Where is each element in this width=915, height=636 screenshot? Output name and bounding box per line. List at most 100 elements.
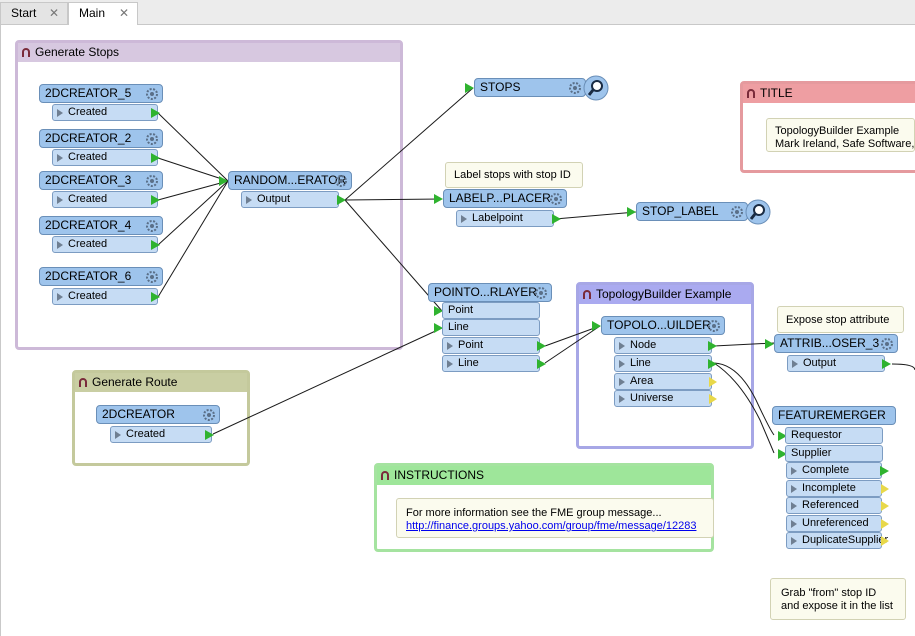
gear-icon[interactable] [145,219,159,233]
gear-icon[interactable] [202,408,216,422]
unused-output-arrow-icon[interactable] [881,536,889,546]
output-port-unreferenced[interactable]: Unreferenced [786,515,882,532]
output-arrow-icon[interactable] [708,341,717,351]
unused-output-arrow-icon[interactable] [709,377,717,387]
transformer-2dcreator-6[interactable]: 2DCREATOR_6 [39,267,163,286]
inspector-stop-label[interactable]: STOP_LABEL [636,202,748,221]
output-arrow-icon[interactable] [880,466,889,476]
output-port-point[interactable]: Point [442,337,540,354]
output-port-incomplete[interactable]: Incomplete [786,480,882,497]
output-port-duplicatesupplier[interactable]: DuplicateSupplier [786,532,888,549]
input-port-supplier[interactable]: Supplier [785,445,883,462]
gear-icon[interactable] [534,286,548,300]
annotation-instructions[interactable]: For more information see the FME group m… [396,498,714,538]
magnifier-icon[interactable] [583,75,609,101]
bookmark-header[interactable]: Generate Route [75,373,247,392]
input-arrow-icon[interactable] [765,339,774,349]
gear-icon[interactable] [145,87,159,101]
gear-icon[interactable] [334,174,348,188]
input-port-requestor[interactable]: Requestor [785,427,883,444]
tab-main[interactable]: Main ✕ [68,2,138,25]
unused-output-arrow-icon[interactable] [709,394,717,404]
annotation-title[interactable]: TopologyBuilder Example Mark Ireland, Sa… [766,118,915,152]
output-port-line[interactable]: Line [614,355,712,372]
output-port-created[interactable]: Created [52,104,158,121]
annotation-grab-from-stop[interactable]: Grab "from" stop ID and expose it in the… [770,578,906,620]
output-arrow-icon[interactable] [151,240,160,250]
transformer-2dcreator[interactable]: 2DCREATOR [96,405,220,424]
transformer-2dcreator-2[interactable]: 2DCREATOR_2 [39,129,163,148]
bookmark-header[interactable]: INSTRUCTIONS [377,466,711,485]
gear-icon[interactable] [145,174,159,188]
annotation-label-stops[interactable]: Label stops with stop ID [445,162,583,188]
bookmark-header[interactable]: TopologyBuilder Example [579,285,751,304]
input-arrow-icon[interactable] [778,431,787,441]
output-arrow-icon[interactable] [537,359,546,369]
gear-icon[interactable] [568,81,582,95]
annotation-expose-stop-attribute[interactable]: Expose stop attribute [777,306,904,333]
input-arrow-icon[interactable] [778,449,787,459]
bookmark-title[interactable]: TITLE [740,81,915,173]
output-arrow-icon[interactable] [337,195,346,205]
gear-icon[interactable] [549,192,563,206]
transformer-random-generator[interactable]: RANDOM...ERATOR [228,171,352,190]
bookmark-header[interactable]: TITLE [743,84,915,103]
input-arrow-icon[interactable] [434,323,443,333]
output-port-created[interactable]: Created [110,426,212,443]
input-arrow-icon[interactable] [219,176,228,186]
output-arrow-icon[interactable] [708,359,717,369]
tab-start[interactable]: Start ✕ [0,2,68,24]
bookmark-header[interactable]: Generate Stops [18,43,400,62]
output-port-created[interactable]: Created [52,288,158,305]
transformer-topologybuilder[interactable]: TOPOLO...UILDER [601,316,725,335]
output-port-output[interactable]: Output [241,191,339,208]
transformer-attribute-exposer[interactable]: ATTRIB...OSER_3 [774,334,898,353]
fme-message-link[interactable]: http://finance.groups.yahoo.com/group/fm… [406,520,697,532]
output-arrow-icon[interactable] [151,108,160,118]
transformer-labelpoint-replacer[interactable]: LABELP...PLACER [443,189,567,208]
magnifier-icon[interactable] [745,199,771,225]
output-port-created[interactable]: Created [52,191,158,208]
output-port-node[interactable]: Node [614,337,712,354]
gear-icon[interactable] [880,337,894,351]
output-arrow-icon[interactable] [151,153,160,163]
unused-output-arrow-icon[interactable] [881,501,889,511]
output-port-complete[interactable]: Complete [786,462,882,479]
port-arrow-icon [246,196,252,204]
output-arrow-icon[interactable] [882,359,891,369]
output-port-created[interactable]: Created [52,149,158,166]
transformer-2dcreator-3[interactable]: 2DCREATOR_3 [39,171,163,190]
unused-output-arrow-icon[interactable] [881,519,889,529]
transformer-featuremerger[interactable]: FEATUREMERGER [772,406,896,425]
gear-icon[interactable] [730,205,744,219]
output-port-universe[interactable]: Universe [614,390,712,407]
input-port-line[interactable]: Line [442,319,540,336]
input-port-point[interactable]: Point [442,302,540,319]
output-port-created[interactable]: Created [52,236,158,253]
gear-icon[interactable] [145,132,159,146]
output-arrow-icon[interactable] [552,214,561,224]
input-arrow-icon[interactable] [465,83,474,93]
output-port-area[interactable]: Area [614,373,712,390]
output-arrow-icon[interactable] [151,292,160,302]
transformer-2dcreator-4[interactable]: 2DCREATOR_4 [39,216,163,235]
output-port-referenced[interactable]: Referenced [786,497,882,514]
input-arrow-icon[interactable] [434,306,443,316]
output-port-output[interactable]: Output [787,355,885,372]
output-arrow-icon[interactable] [537,341,546,351]
close-icon[interactable]: ✕ [118,6,129,20]
output-arrow-icon[interactable] [205,430,214,440]
inspector-stops[interactable]: STOPS [474,78,586,97]
input-arrow-icon[interactable] [434,194,443,204]
output-arrow-icon[interactable] [151,195,160,205]
transformer-2dcreator-5[interactable]: 2DCREATOR_5 [39,84,163,103]
input-arrow-icon[interactable] [592,321,601,331]
output-port-line[interactable]: Line [442,355,540,372]
transformer-pointonline-overlayer[interactable]: POINTO...RLAYER [428,283,552,302]
close-icon[interactable]: ✕ [48,6,59,20]
unused-output-arrow-icon[interactable] [881,484,889,494]
input-arrow-icon[interactable] [627,207,636,217]
gear-icon[interactable] [707,319,721,333]
output-port-labelpoint[interactable]: Labelpoint [456,210,554,227]
gear-icon[interactable] [145,270,159,284]
